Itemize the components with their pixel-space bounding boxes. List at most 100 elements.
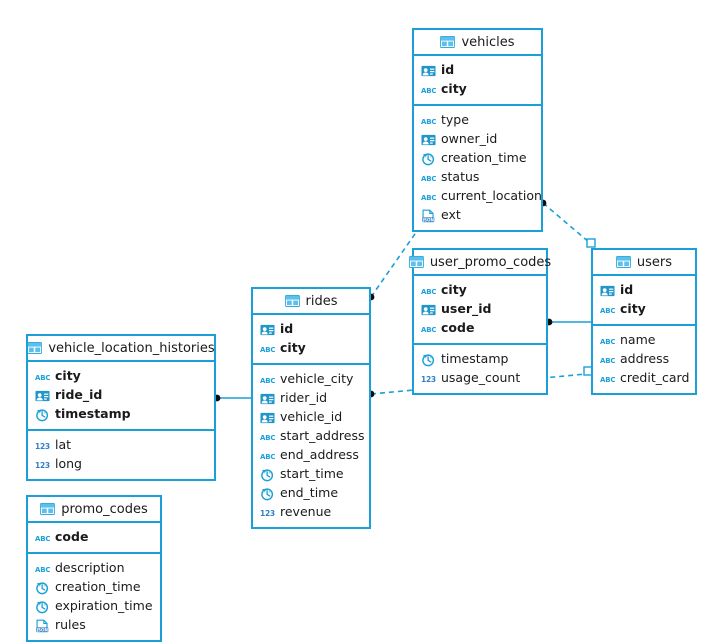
abc-string-type-icon: [600, 353, 615, 367]
abc-string-type-icon: [421, 83, 436, 97]
abc-string-type-icon: [600, 334, 615, 348]
column-name: address: [620, 351, 670, 367]
clock-timestamp-type-icon: [421, 353, 436, 367]
column-name: end_time: [280, 485, 339, 501]
column-row[interactable]: code: [28, 528, 160, 547]
column-name: rider_id: [280, 390, 328, 406]
column-row[interactable]: long: [28, 455, 214, 474]
column-name: vehicle_id: [280, 409, 343, 425]
column-name: rules: [55, 617, 86, 633]
column-row[interactable]: creation_time: [28, 578, 160, 597]
column-name: city: [441, 81, 467, 97]
column-row[interactable]: end_address: [253, 446, 369, 465]
column-row[interactable]: name: [593, 331, 695, 350]
table-name: user_promo_codes: [429, 254, 552, 270]
table-header[interactable]: rides: [253, 289, 369, 315]
id-card-type-icon: [421, 303, 436, 317]
column-row[interactable]: city: [253, 339, 369, 358]
column-row[interactable]: id: [414, 61, 541, 80]
123-number-type-icon: [35, 458, 50, 472]
table-header[interactable]: vehicles: [414, 30, 541, 56]
column-name: timestamp: [55, 406, 131, 422]
column-row[interactable]: vehicle_id: [253, 408, 369, 427]
column-row[interactable]: timestamp: [414, 350, 546, 369]
table-header[interactable]: users: [593, 250, 695, 276]
column-row[interactable]: owner_id: [414, 130, 541, 149]
column-row[interactable]: usage_count: [414, 369, 546, 388]
table-grid-icon: [616, 256, 631, 268]
table-header[interactable]: user_promo_codes: [414, 250, 551, 276]
abc-string-type-icon: [421, 114, 436, 128]
relationship-vehicle-location-histories-to-rides[interactable]: [213, 394, 251, 402]
column-name: start_time: [280, 466, 344, 482]
abc-string-type-icon: [260, 373, 275, 387]
table-name: rides: [305, 293, 338, 309]
column-row[interactable]: id: [593, 281, 695, 300]
column-row[interactable]: city: [414, 281, 546, 300]
table-header[interactable]: vehicle_location_histories: [28, 336, 215, 362]
table-grid-icon: [40, 503, 55, 515]
table-header[interactable]: promo_codes: [28, 497, 160, 523]
column-row[interactable]: rider_id: [253, 389, 369, 408]
column-name: ride_id: [55, 387, 103, 403]
column-row[interactable]: revenue: [253, 503, 369, 522]
column-name: owner_id: [441, 131, 498, 147]
table-grid-icon: [409, 256, 424, 268]
column-row[interactable]: user_id: [414, 300, 546, 319]
clock-timestamp-type-icon: [35, 408, 50, 422]
column-row[interactable]: lat: [28, 436, 214, 455]
column-row[interactable]: start_time: [253, 465, 369, 484]
clock-timestamp-type-icon: [35, 581, 50, 595]
column-row[interactable]: type: [414, 111, 541, 130]
column-row[interactable]: city: [593, 300, 695, 319]
clock-timestamp-type-icon: [260, 468, 275, 482]
column-name: city: [620, 301, 646, 317]
column-row[interactable]: ride_id: [28, 386, 214, 405]
column-name: usage_count: [441, 370, 521, 386]
primary-key-section: code: [28, 523, 160, 554]
relationship-user-promo-codes-to-users[interactable]: [545, 318, 591, 326]
column-name: credit_card: [620, 370, 690, 386]
id-card-type-icon: [600, 284, 615, 298]
column-row[interactable]: vehicle_city: [253, 370, 369, 389]
column-row[interactable]: rules: [28, 616, 160, 635]
column-name: long: [55, 456, 82, 472]
column-row[interactable]: timestamp: [28, 405, 214, 424]
column-name: vehicle_city: [280, 371, 354, 387]
column-row[interactable]: credit_card: [593, 369, 695, 388]
column-name: name: [620, 332, 656, 348]
relationship-vehicles-to-users[interactable]: [539, 199, 596, 248]
abc-string-type-icon: [260, 449, 275, 463]
column-row[interactable]: end_time: [253, 484, 369, 503]
column-row[interactable]: expiration_time: [28, 597, 160, 616]
column-row[interactable]: description: [28, 559, 160, 578]
column-row[interactable]: creation_time: [414, 149, 541, 168]
abc-string-type-icon: [35, 370, 50, 384]
id-card-type-icon: [421, 133, 436, 147]
column-row[interactable]: ext: [414, 206, 541, 225]
table-grid-icon: [440, 36, 455, 48]
abc-string-type-icon: [421, 171, 436, 185]
column-row[interactable]: status: [414, 168, 541, 187]
column-name: city: [55, 368, 81, 384]
column-row[interactable]: city: [414, 80, 541, 99]
column-row[interactable]: current_location: [414, 187, 542, 206]
column-row[interactable]: id: [253, 320, 369, 339]
column-row[interactable]: code: [414, 319, 546, 338]
column-row[interactable]: start_address: [253, 427, 369, 446]
column-row[interactable]: city: [28, 367, 214, 386]
column-row[interactable]: address: [593, 350, 695, 369]
